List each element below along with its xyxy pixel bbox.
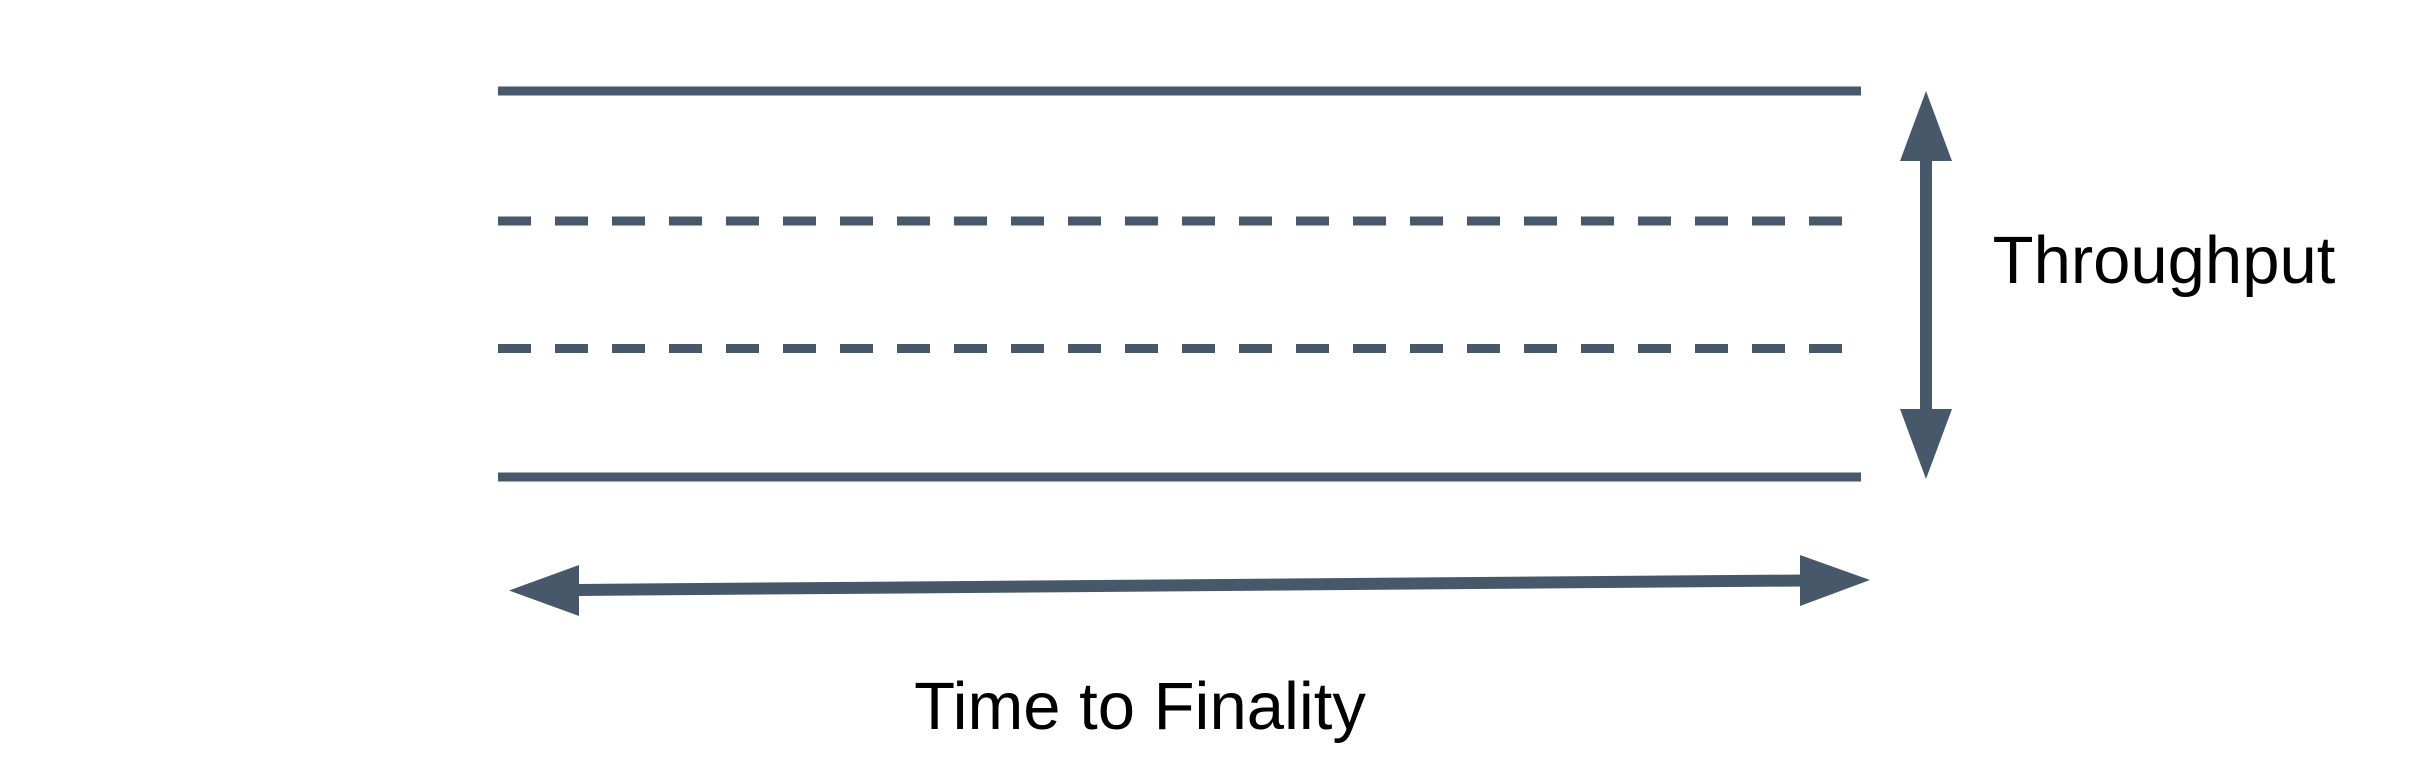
time-to-finality-double-arrow <box>509 555 1870 616</box>
throughput-label: Throughput <box>1993 223 2336 298</box>
throughput-arrowhead-down-icon <box>1900 409 1952 479</box>
time-to-finality-label: Time to Finality <box>914 669 1366 744</box>
time-to-finality-arrowhead-left-icon <box>509 565 579 616</box>
throughput-arrowhead-up-icon <box>1900 91 1952 161</box>
time-to-finality-arrow-shaft <box>575 574 1804 596</box>
throughput-double-arrow <box>1900 91 1952 479</box>
time-to-finality-arrowhead-right-icon <box>1800 555 1870 606</box>
throughput-band <box>498 86 1861 482</box>
